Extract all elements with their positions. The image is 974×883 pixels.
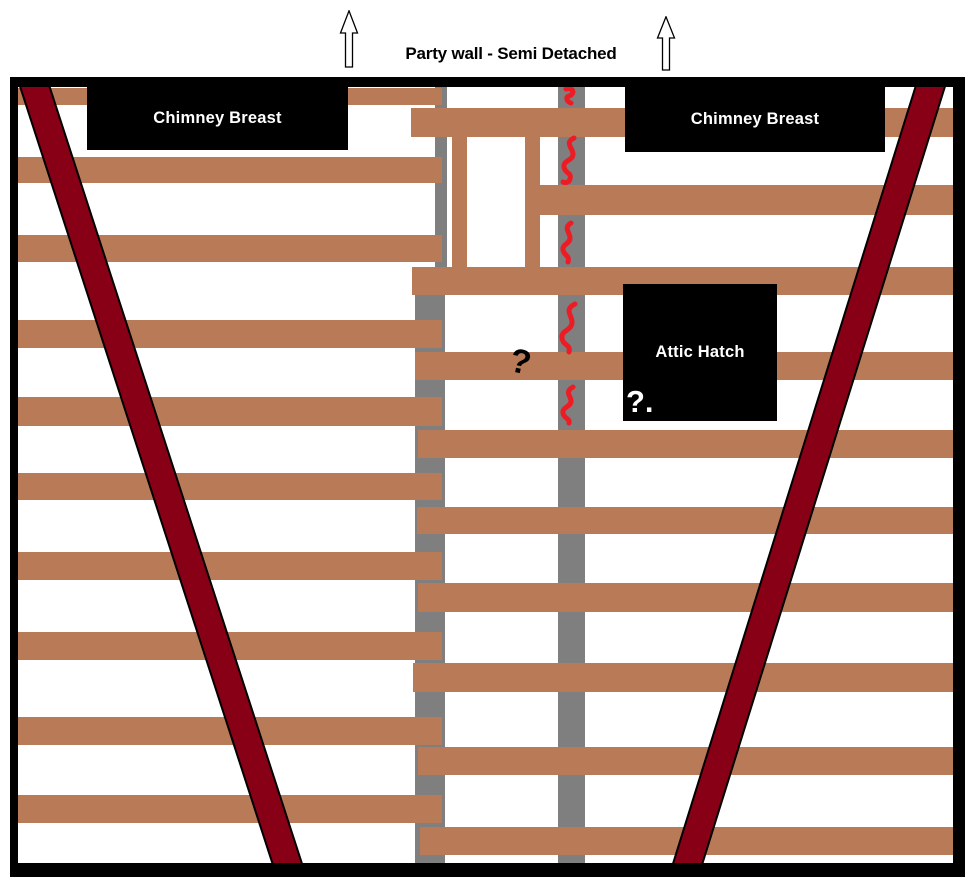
party-wall-squiggle xyxy=(560,220,574,265)
chimney-breast-label-right: Chimney Breast xyxy=(625,87,885,152)
joist-left xyxy=(18,320,442,348)
rafter-line xyxy=(21,87,301,863)
joist-right xyxy=(418,430,953,458)
rafters-svg xyxy=(19,87,946,863)
joist-left xyxy=(18,473,442,500)
party-wall-squiggles-svg xyxy=(559,87,578,426)
rafter-line xyxy=(674,87,944,863)
joist-left xyxy=(18,552,442,580)
joist-right xyxy=(413,663,953,692)
party-wall-squiggle xyxy=(559,301,578,355)
up-arrow-icon xyxy=(339,10,359,68)
up-arrow-icon xyxy=(656,16,676,71)
joist-left xyxy=(18,795,442,823)
question-mark-annotation-hatch: ?. xyxy=(626,384,654,419)
attic-hatch-label: Attic Hatch xyxy=(623,284,777,421)
party-wall-squiggle xyxy=(560,135,577,186)
party-wall-squiggle xyxy=(563,87,576,106)
joist-right xyxy=(418,583,953,612)
joist-right xyxy=(418,747,953,775)
chimney-breast-left-text: Chimney Breast xyxy=(153,109,282,127)
trimmer-post xyxy=(452,132,467,272)
attic-hatch-text: Attic Hatch xyxy=(655,343,745,361)
joist-left xyxy=(18,397,442,426)
party-wall xyxy=(558,87,585,863)
party-wall-squiggle xyxy=(560,384,576,426)
page-title: Party wall - Semi Detached xyxy=(405,44,617,63)
scene: Chimney Breast Chimney Breast Attic Hatc… xyxy=(18,87,953,863)
chimney-breast-label-left: Chimney Breast xyxy=(87,87,348,150)
chimney-breast-right-text: Chimney Breast xyxy=(690,110,820,128)
joist-right xyxy=(417,507,953,534)
joist-left xyxy=(18,157,442,183)
trimmer-post xyxy=(525,132,540,272)
